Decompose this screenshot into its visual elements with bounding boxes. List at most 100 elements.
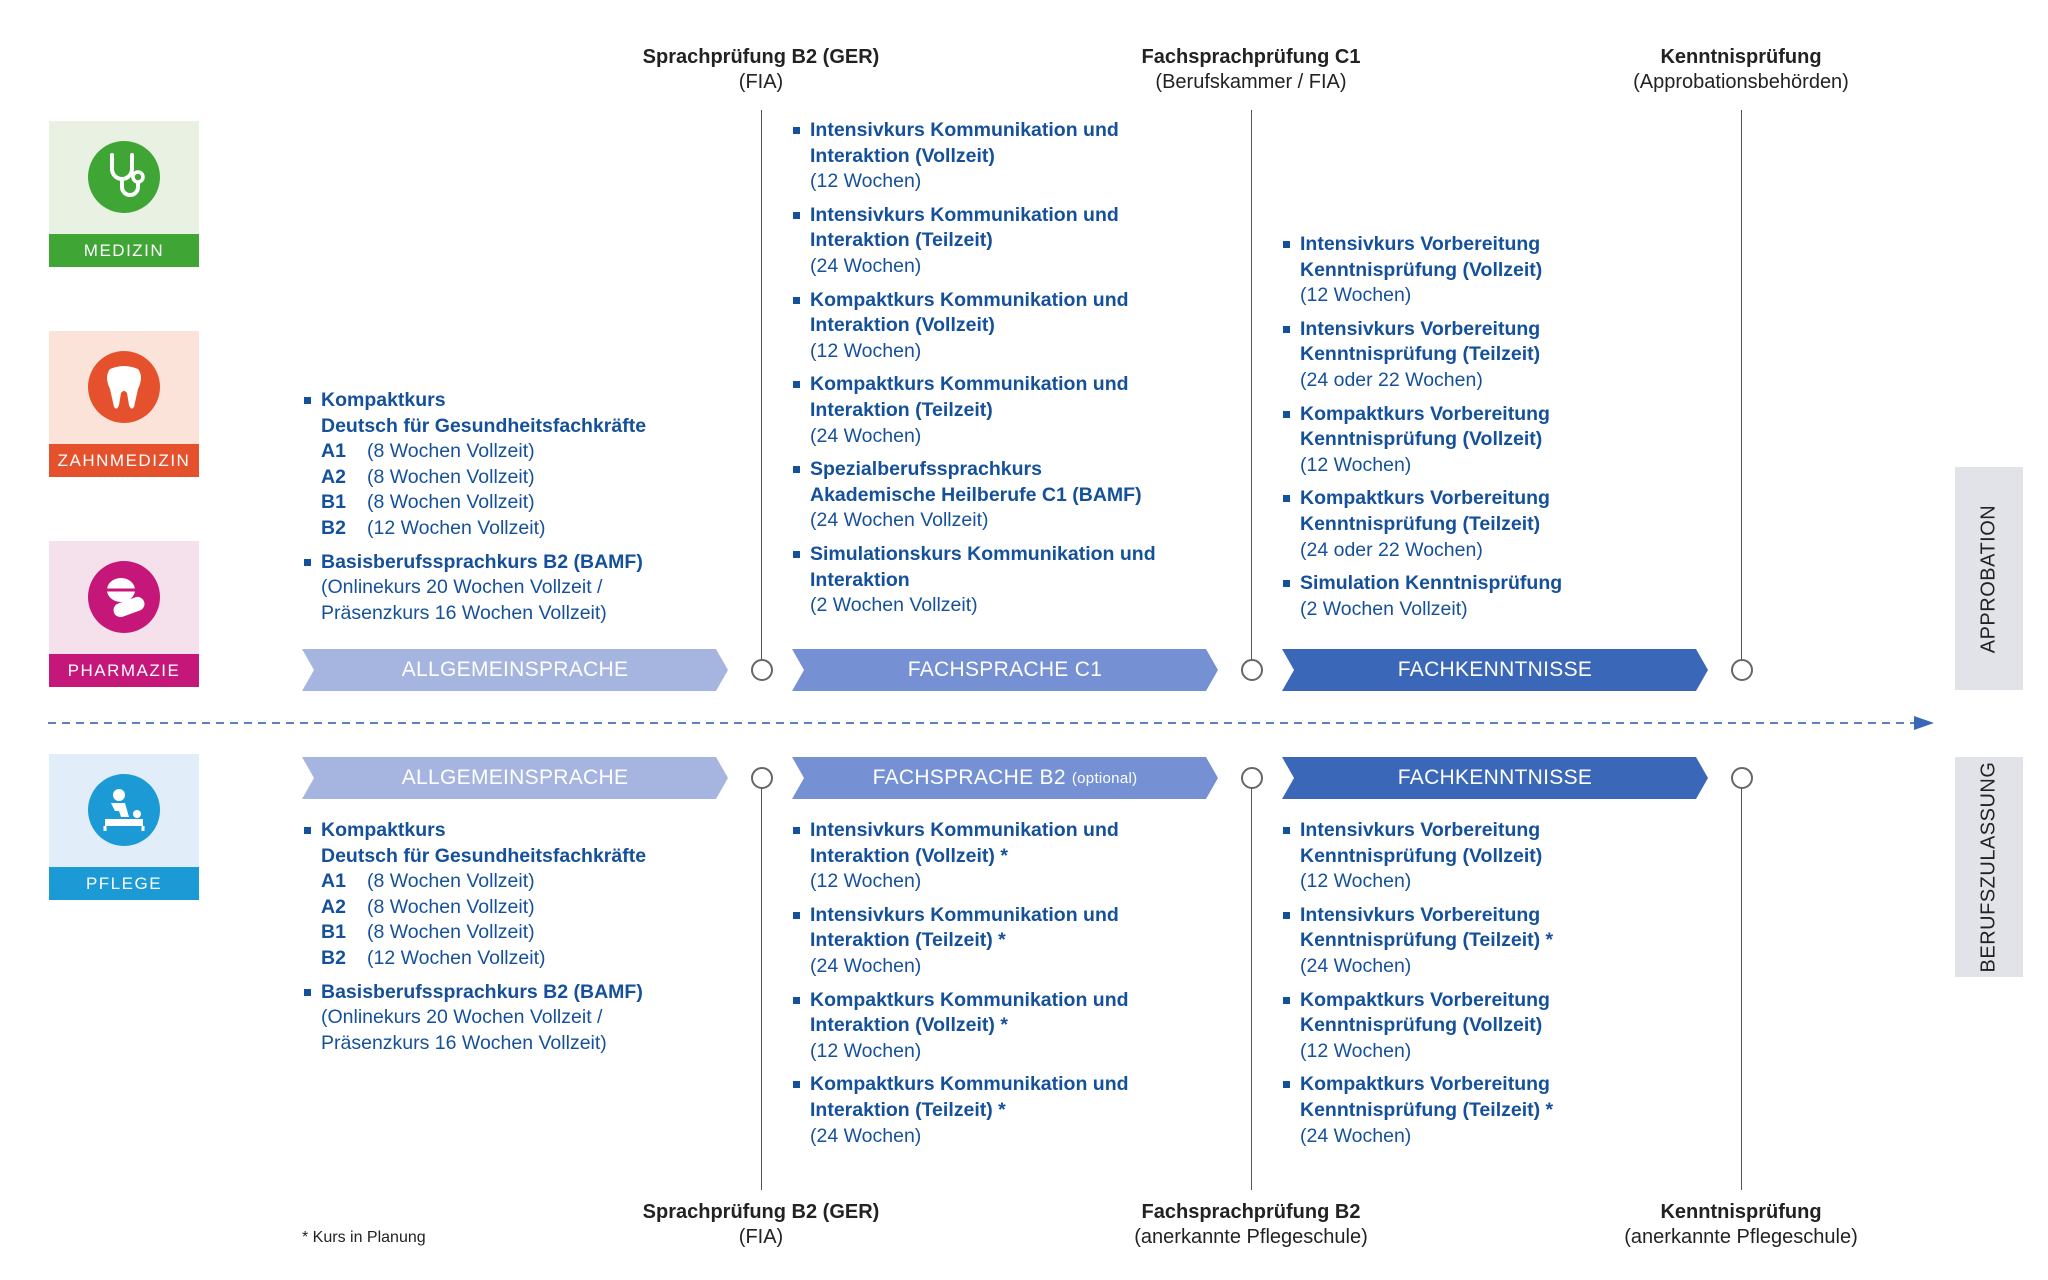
header-subtitle: (Approbationsbehörden) (1633, 71, 1849, 93)
course-title: Kompaktkurs Kommunikation und Interaktio… (810, 1073, 1129, 1121)
arrow-label: FACHKENNTNISSE (1397, 766, 1593, 789)
course-title: Basisberufssprachkurs B2 (BAMF) (321, 980, 643, 1003)
course-title: Intensivkurs Vorbereitung Kenntnisprüfun… (1300, 903, 1554, 952)
course-title: Intensivkurs Kommunikation und Interakti… (810, 203, 1119, 252)
course-item: Kompaktkurs Vorbereitung Kenntnisprüfung… (1283, 402, 1703, 479)
course-desc: (12 Wochen) (1300, 1039, 1412, 1062)
course-item: Kompaktkurs Deutsch für Gesundheitsfachk… (304, 388, 724, 542)
course-title: Intensivkurs Vorbereitung Kenntnisprüfun… (1300, 233, 1543, 281)
level-row: A1(8 Wochen Vollzeit) (321, 439, 724, 465)
top-col-allgemeinsprache: Kompaktkurs Deutsch für Gesundheitsfachk… (304, 388, 724, 634)
phase-arrow-fachkenntnisse: FACHKENNTNISSE (1282, 757, 1708, 799)
level-duration: (8 Wochen Vollzeit) (367, 465, 535, 488)
course-item: Kompaktkurs Deutsch für Gesundheitsfachk… (304, 818, 724, 972)
course-title: Kompaktkurs Vorbereitung Kenntnisprüfung… (1300, 402, 1550, 451)
course-desc: (24 Wochen Vollzeit) (810, 509, 989, 532)
level-duration: (8 Wochen Vollzeit) (367, 440, 535, 463)
course-desc: (24 Wochen) (810, 254, 922, 277)
bottom-header-kenntnispruefung: Kenntnisprüfung (anerkannte Pflegeschule… (1561, 1200, 1921, 1250)
course-item: Simulationskurs Kommunikation und Intera… (793, 542, 1223, 619)
header-title: Kenntnisprüfung (1660, 1201, 1822, 1223)
milestone-circle (1731, 767, 1753, 789)
course-item: Kompaktkurs Kommunikation und Interaktio… (793, 1072, 1223, 1149)
phase-arrow-allgemeinsprache: ALLGEMEINSPRACHE (302, 757, 728, 799)
profession-label: PFLEGE (49, 867, 199, 900)
course-item: Kompaktkurs Vorbereitung Kenntnisprüfung… (1283, 486, 1703, 563)
milestone-line (761, 778, 762, 1190)
course-title: Kompaktkurs Deutsch für Gesundheitsfachk… (321, 819, 647, 867)
course-desc: (2 Wochen Vollzeit) (810, 594, 978, 617)
level-duration: (8 Wochen Vollzeit) (367, 895, 535, 918)
level-duration: (8 Wochen Vollzeit) (367, 921, 535, 944)
milestone-line (1251, 110, 1252, 668)
bottom-col-fachkenntnisse: Intensivkurs Vorbereitung Kenntnisprüfun… (1283, 818, 1703, 1157)
course-desc: (12 Wochen) (1300, 453, 1412, 476)
course-item: Kompaktkurs Kommunikation und Interaktio… (793, 988, 1223, 1065)
arrow-label: ALLGEMEINSPRACHE (401, 766, 629, 789)
arrow-note: (optional) (1071, 769, 1138, 787)
course-item: Intensivkurs Kommunikation und Interakti… (793, 118, 1223, 195)
course-title: Intensivkurs Kommunikation und Interakti… (810, 819, 1119, 867)
milestone-circle (1241, 659, 1263, 681)
course-desc: (24 Wochen) (810, 424, 922, 447)
milestone-circle (1731, 659, 1753, 681)
course-title: Simulationskurs Kommunikation und Intera… (810, 542, 1156, 591)
course-title: Spezialberufssprachkurs Akademische Heil… (810, 458, 1142, 506)
top-col-fachkenntnisse: Intensivkurs Vorbereitung Kenntnisprüfun… (1283, 232, 1703, 630)
course-title: Intensivkurs Kommunikation und Interakti… (810, 903, 1119, 952)
course-desc: (12 Wochen) (810, 170, 922, 193)
header-title: Fachsprachprüfung B2 (1141, 1201, 1361, 1223)
course-title: Kompaktkurs Vorbereitung Kenntnisprüfung… (1300, 988, 1550, 1037)
tooth-icon (88, 351, 160, 423)
header-subtitle: (anerkannte Pflegeschule) (1134, 1226, 1368, 1248)
top-col-fachsprache: Intensivkurs Kommunikation und Interakti… (793, 118, 1223, 627)
header-title: Kenntnisprüfung (1660, 46, 1822, 68)
level-row: B1(8 Wochen Vollzeit) (321, 490, 724, 516)
course-desc: (12 Wochen) (810, 870, 922, 893)
level-row: B2(12 Wochen Vollzeit) (321, 946, 724, 972)
level-row: A1(8 Wochen Vollzeit) (321, 869, 724, 895)
header-subtitle: (anerkannte Pflegeschule) (1624, 1226, 1858, 1248)
arrow-label: ALLGEMEINSPRACHE (401, 658, 629, 681)
side-label-approbation: APPROBATION (1955, 467, 2023, 690)
course-title: Kompaktkurs Deutsch für Gesundheitsfachk… (321, 389, 647, 437)
course-title: Kompaktkurs Kommunikation und Interaktio… (810, 373, 1129, 421)
header-title: Sprachprüfung B2 (GER) (642, 46, 880, 68)
course-title: Intensivkurs Vorbereitung Kenntnisprüfun… (1300, 819, 1543, 867)
course-item: Basisberufssprachkurs B2 (BAMF) (Onlinek… (304, 980, 724, 1057)
header-subtitle: (FIA) (738, 1226, 784, 1248)
bottom-col-fachsprache: Intensivkurs Kommunikation und Interakti… (793, 818, 1223, 1157)
header-subtitle: (Berufskammer / FIA) (1155, 71, 1347, 93)
phase-arrow-fachsprache-b2: FACHSPRACHE B2 (optional) (792, 757, 1218, 799)
course-item: Kompaktkurs Kommunikation und Interaktio… (793, 288, 1223, 365)
bottom-header-sprachpruefung: Sprachprüfung B2 (GER) (FIA) (581, 1200, 941, 1250)
profession-card-pflege: PFLEGE (49, 754, 199, 900)
milestone-circle (1241, 767, 1263, 789)
timeline-dashed-arrow (48, 716, 1934, 730)
profession-label: PHARMAZIE (49, 654, 199, 687)
level-row: A2 (8 Wochen Vollzeit) (321, 895, 724, 921)
level-code: B2 (321, 946, 346, 969)
bottom-header-fachsprachpruefung: Fachsprachprüfung B2 (anerkannte Pfleges… (1071, 1200, 1431, 1250)
course-desc: (Onlinekurs 20 Wochen Vollzeit / Präsenz… (321, 1006, 607, 1054)
level-duration: (12 Wochen Vollzeit) (367, 516, 546, 539)
course-item: Kompaktkurs Kommunikation und Interaktio… (793, 372, 1223, 449)
arrow-label: FACHSPRACHE B2 (872, 766, 1066, 789)
course-item: Basisberufssprachkurs B2 (BAMF) (Onlinek… (304, 550, 724, 627)
level-code: B2 (321, 516, 346, 539)
header-subtitle: (FIA) (738, 71, 784, 93)
milestone-line (761, 110, 762, 668)
course-title: Intensivkurs Kommunikation und Interakti… (810, 119, 1119, 167)
phase-arrow-fachkenntnisse: FACHKENNTNISSE (1282, 649, 1708, 691)
course-title: Simulation Kenntnisprüfung (1300, 572, 1563, 595)
level-row: B2 (12 Wochen Vollzeit) (321, 516, 724, 542)
top-header-kenntnispruefung: Kenntnisprüfung (Approbationsbehörden) (1561, 45, 1921, 95)
footnote: * Kurs in Planung (302, 1229, 426, 1246)
course-desc: (12 Wochen) (1300, 870, 1412, 893)
level-code: A2 (321, 895, 346, 918)
arrow-label: FACHSPRACHE C1 (907, 658, 1103, 681)
course-item: Intensivkurs Vorbereitung Kenntnisprüfun… (1283, 317, 1703, 394)
course-desc: (24 Wochen) (810, 1124, 922, 1147)
header-title: Sprachprüfung B2 (GER) (642, 1201, 880, 1223)
profession-label: MEDIZIN (49, 234, 199, 267)
